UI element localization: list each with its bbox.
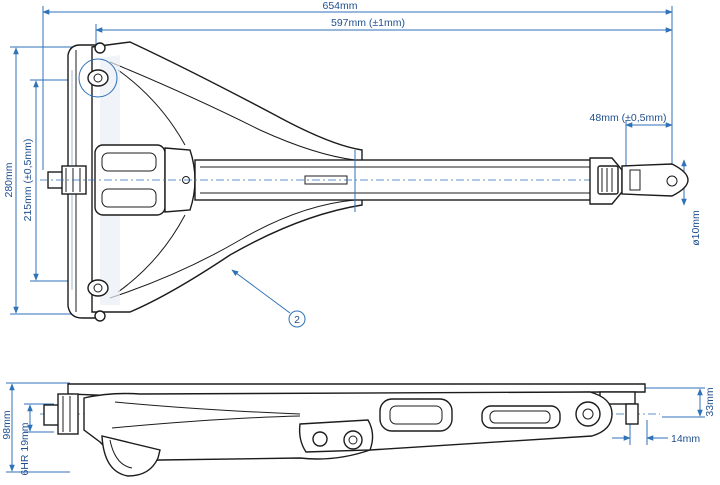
- callout-2: 2: [231, 269, 306, 328]
- side-right-width-label: 14mm: [671, 433, 700, 445]
- dimension-overall-length: 654mm: [42, 0, 673, 170]
- callout-2-label: 2: [294, 314, 300, 326]
- slot-2: [481, 405, 561, 429]
- eye-offset-label: 48mm (±0,5mm): [590, 112, 667, 124]
- top-hole: [78, 42, 118, 98]
- right-pivot-bolt: [575, 401, 601, 427]
- dimension-side-hr: 6HR 19mm: [19, 403, 54, 476]
- dimension-side-height: 98mm: [1, 382, 70, 473]
- side-view: 98mm 6HR 19mm 33mm 14mm: [1, 382, 716, 477]
- dimension-eye-offset: 48mm (±0,5mm): [590, 112, 673, 168]
- top-view: 654mm 597mm (±1mm) 280mm 215mm (±0,5mm): [3, 0, 702, 328]
- side-right-height-label: 33mm: [704, 387, 716, 416]
- end-eye: [621, 163, 689, 197]
- side-hr-label: 6HR 19mm: [19, 422, 31, 475]
- dimension-height-inner: 215mm (±0,5mm): [22, 79, 100, 282]
- pin-diameter-label: ø10mm: [690, 210, 702, 246]
- pin-length-label: 597mm (±1mm): [331, 17, 405, 29]
- slot-1: [379, 398, 453, 432]
- overall-length-label: 654mm: [322, 0, 357, 12]
- dimension-pin-diameter: ø10mm: [681, 159, 702, 246]
- dimension-side-right-height: 33mm: [640, 387, 716, 418]
- height-inner-label: 215mm (±0,5mm): [22, 139, 34, 222]
- height-outer-label: 280mm: [3, 162, 15, 197]
- dimension-side-right-width: 14mm: [612, 420, 700, 445]
- side-height-label: 98mm: [1, 410, 13, 439]
- dimension-pin-length: 597mm (±1mm): [95, 17, 673, 50]
- bottom-hole: [87, 279, 109, 322]
- side-cradle: [101, 435, 161, 477]
